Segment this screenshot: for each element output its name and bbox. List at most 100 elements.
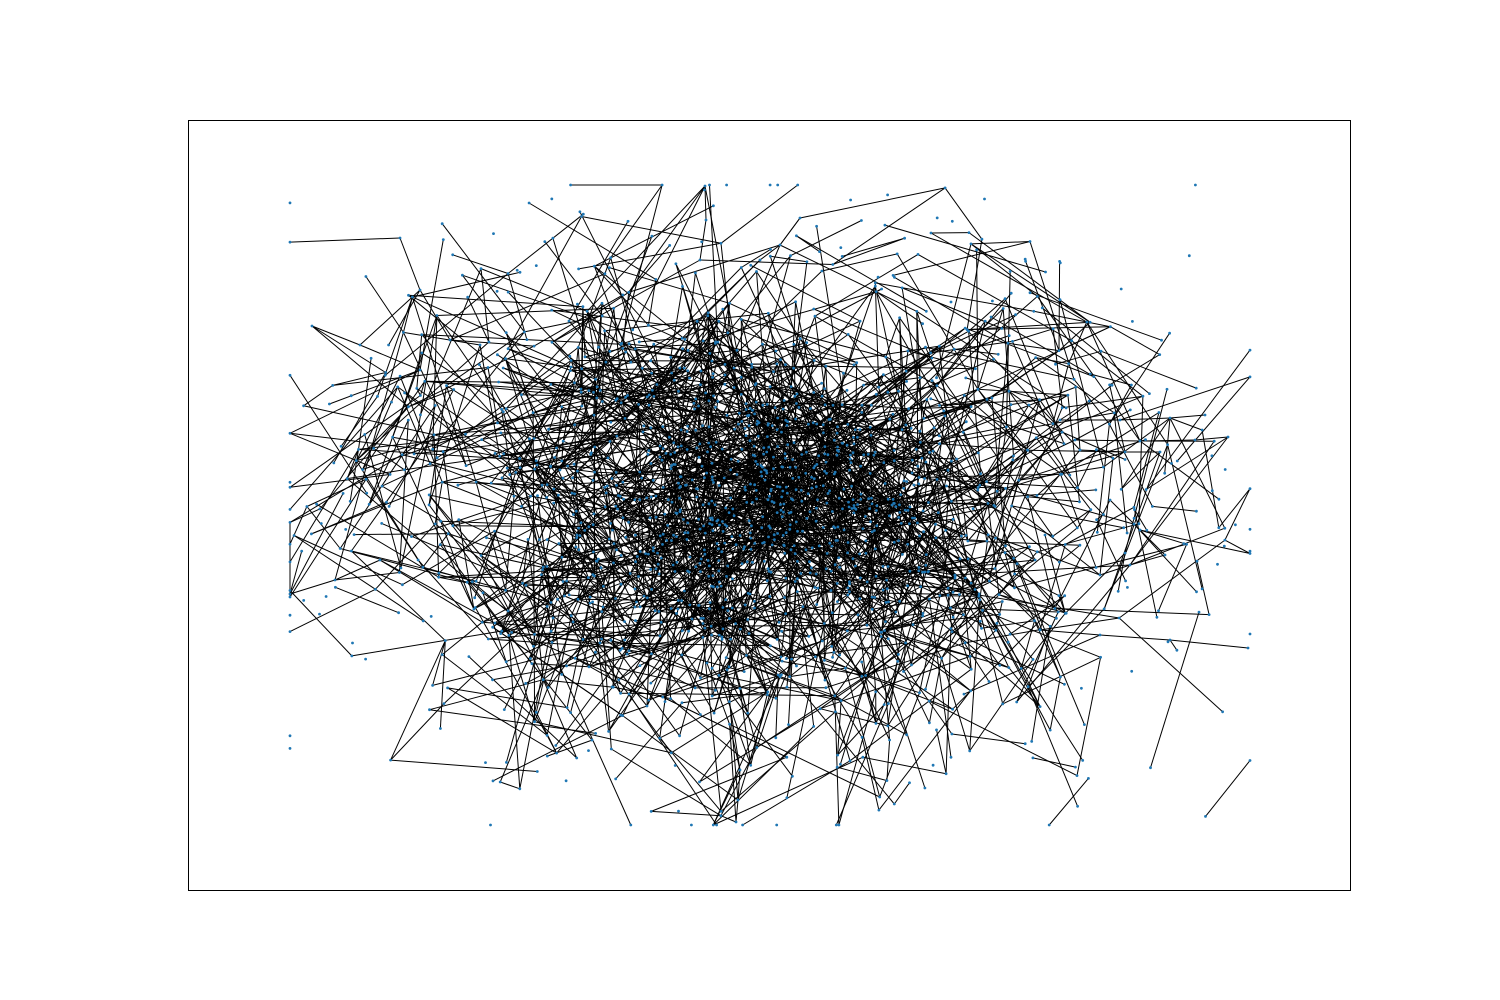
graph-node — [1163, 553, 1167, 557]
graph-node — [1023, 742, 1027, 746]
graph-edge — [561, 390, 590, 558]
graph-edge — [596, 560, 614, 564]
graph-edge — [550, 466, 595, 473]
graph-node — [1019, 667, 1023, 670]
graph-node — [931, 449, 935, 453]
graph-node — [928, 451, 931, 454]
graph-node — [776, 445, 780, 448]
graph-node — [992, 357, 996, 361]
graph-edge — [759, 244, 781, 261]
graph-node — [1008, 632, 1012, 636]
graph-node — [710, 499, 714, 503]
graph-node — [338, 547, 342, 550]
graph-node — [645, 395, 649, 399]
graph-node — [723, 382, 727, 386]
graph-edge — [289, 386, 399, 510]
graph-edge — [436, 383, 552, 459]
graph-node — [722, 476, 726, 480]
graph-node — [569, 614, 573, 618]
graph-node — [980, 626, 983, 630]
graph-node — [745, 654, 748, 657]
graph-node — [836, 600, 839, 603]
graph-node — [398, 374, 402, 378]
graph-edge — [831, 526, 835, 547]
graph-edge — [916, 311, 919, 467]
graph-edge — [824, 659, 920, 694]
graph-node — [457, 518, 461, 521]
graph-node — [498, 454, 502, 458]
graph-edge — [582, 306, 586, 357]
graph-node — [617, 678, 621, 682]
graph-edge — [847, 423, 940, 437]
graph-edge — [740, 319, 743, 450]
graph-node — [1066, 393, 1070, 397]
graph-node — [1223, 468, 1227, 471]
graph-node — [574, 509, 578, 513]
graph-node — [904, 641, 907, 645]
graph-node — [496, 353, 499, 357]
graph-edge — [531, 663, 590, 668]
graph-node — [785, 491, 789, 495]
graph-edge — [610, 257, 684, 520]
graph-node — [686, 521, 690, 525]
graph-edge — [574, 424, 652, 498]
graph-edge — [932, 450, 983, 611]
graph-node — [862, 453, 866, 457]
graph-edge — [508, 635, 521, 789]
graph-node — [440, 653, 444, 656]
graph-node — [452, 388, 456, 391]
graph-node — [420, 351, 424, 355]
graph-node — [870, 496, 873, 500]
graph-edge — [687, 426, 863, 677]
graph-edge — [572, 372, 653, 515]
graph-node — [621, 714, 624, 717]
graph-node — [910, 471, 914, 475]
graph-edge — [741, 248, 771, 268]
graph-node — [699, 616, 703, 620]
graph-node — [927, 699, 931, 703]
graph-node — [964, 576, 967, 580]
graph-node — [1089, 508, 1093, 512]
graph-node — [876, 275, 880, 279]
graph-edge — [1052, 328, 1063, 408]
graph-edge — [609, 267, 730, 304]
graph-node — [661, 447, 665, 450]
graph-node — [832, 525, 835, 529]
graph-edge — [501, 477, 543, 486]
graph-node — [692, 401, 696, 405]
graph-edge — [289, 590, 353, 657]
graph-node — [579, 521, 583, 525]
graph-edge — [507, 348, 594, 393]
graph-node — [719, 241, 723, 245]
graph-node — [1203, 413, 1207, 417]
graph-node — [734, 820, 738, 824]
graph-edge — [816, 374, 884, 425]
graph-node — [1119, 287, 1123, 291]
graph-edge — [850, 418, 891, 463]
graph-node — [419, 394, 422, 397]
graph-edge — [846, 444, 920, 478]
graph-node — [1099, 349, 1103, 353]
graph-node — [649, 495, 653, 499]
graph-edge — [718, 675, 752, 766]
graph-edge — [593, 414, 686, 534]
graph-edge — [557, 495, 564, 582]
graph-node — [891, 412, 895, 416]
graph-edge — [1145, 349, 1251, 490]
graph-node — [380, 484, 384, 488]
graph-node — [1126, 586, 1129, 589]
graph-edge — [982, 610, 1010, 668]
graph-node — [952, 347, 956, 351]
graph-edge — [967, 326, 1111, 331]
graph-node — [787, 511, 791, 515]
graph-node — [750, 524, 753, 528]
graph-node — [717, 319, 721, 323]
graph-node — [778, 485, 782, 489]
graph-edge — [530, 495, 651, 519]
graph-node — [590, 738, 594, 742]
graph-node — [647, 449, 651, 452]
graph-edge — [986, 399, 1126, 460]
graph-edge — [574, 657, 716, 691]
graph-node — [640, 476, 644, 480]
graph-edge — [1018, 439, 1146, 481]
